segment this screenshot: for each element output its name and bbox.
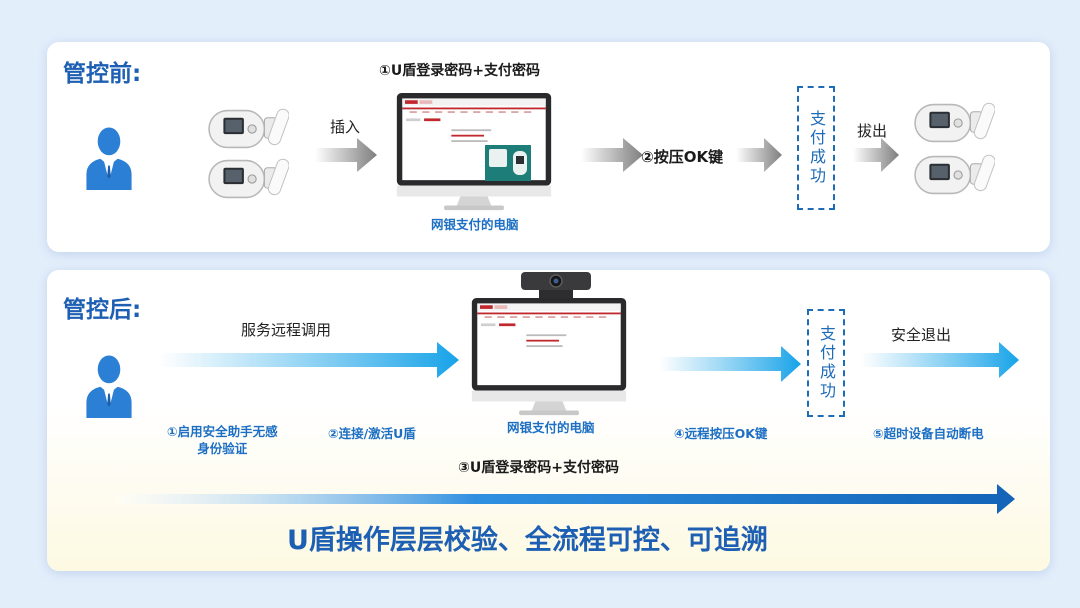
step5-auto-power-off-label: ⑤超时设备自动断电 — [873, 426, 984, 441]
step1-auth-label: ①启用安全助手无感 身份验证 — [167, 423, 278, 457]
arrow-right-icon — [315, 138, 377, 172]
usb-key-icon — [913, 152, 995, 198]
payment-pc-label: 网银支付的电脑 — [507, 420, 595, 435]
arrow-right-icon — [861, 342, 1019, 378]
panel-title-after: 管控后: — [63, 297, 142, 323]
usb-key-icon — [913, 100, 995, 146]
arrow-right-icon — [159, 342, 459, 378]
step3-login-password-label: ③U盾登录密码+支付密码 — [458, 460, 619, 476]
computer-monitor-icon — [391, 93, 557, 211]
slogan-text: U盾操作层层校验、全流程可控、可追溯 — [287, 525, 768, 556]
step2-press-ok-label: ②按压OK键 — [641, 148, 724, 166]
remote-call-label: 服务远程调用 — [241, 321, 332, 339]
payment-pc-label: 网银支付的电脑 — [431, 217, 519, 232]
user-icon — [79, 352, 139, 418]
arrow-right-icon — [117, 484, 1015, 514]
safe-exit-label: 安全退出 — [891, 326, 952, 344]
step2-connect-label: ②连接/激活U盾 — [328, 426, 416, 441]
panel-before-control: 管控前: 插入 ①U盾登录密码+支付密码 网银支付的电脑 ②按压OK键 支付成功… — [47, 42, 1050, 252]
arrow-right-icon — [736, 138, 782, 172]
usb-key-icon — [207, 156, 289, 202]
step1-auth-line2: 身份验证 — [197, 441, 248, 456]
panel-title-before: 管控前: — [63, 61, 142, 87]
arrow-right-icon — [853, 138, 899, 172]
unplug-label: 拔出 — [857, 122, 888, 140]
step1-auth-line1: ①启用安全助手无感 — [167, 424, 278, 439]
step4-remote-press-label: ④远程按压OK键 — [674, 426, 768, 441]
arrow-right-icon — [659, 346, 801, 382]
insert-label: 插入 — [330, 118, 361, 136]
usb-key-icon — [207, 106, 289, 152]
usb-key-popup — [485, 145, 531, 181]
arrow-right-icon — [581, 138, 643, 172]
step1-login-password-label: ①U盾登录密码+支付密码 — [379, 63, 540, 79]
panel-after-control: 管控后: 服务远程调用 网银支付的电脑 支付成功 安全退出 ①启用安全助手无感 … — [47, 270, 1050, 571]
camera-icon — [519, 270, 595, 300]
computer-monitor-icon — [466, 298, 632, 416]
user-icon — [79, 124, 139, 190]
payment-success-box: 支付成功 — [797, 86, 835, 210]
payment-success-box: 支付成功 — [807, 309, 845, 417]
